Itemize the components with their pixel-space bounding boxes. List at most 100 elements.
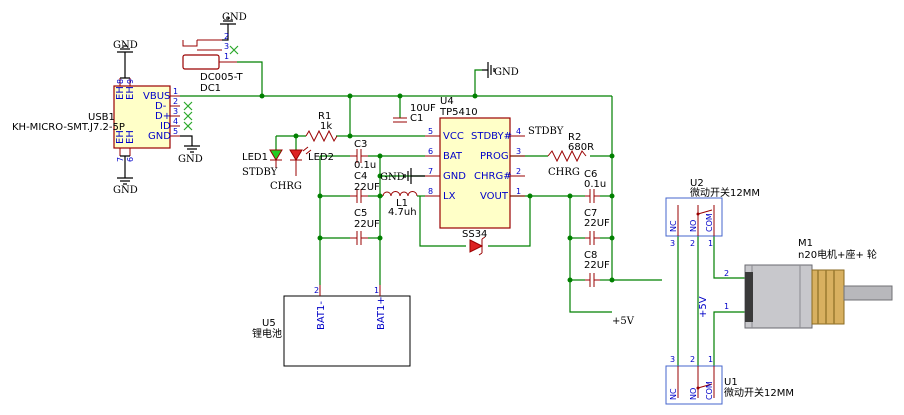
svg-text:2: 2 (314, 286, 319, 295)
svg-text:VOUT: VOUT (480, 191, 509, 202)
svg-text:NC: NC (669, 220, 678, 232)
svg-text:STDBY#: STDBY# (471, 131, 512, 142)
svg-text:10UF: 10UF (410, 103, 436, 114)
svg-text:U1: U1 (724, 377, 738, 388)
svg-text:3: 3 (516, 147, 521, 156)
svg-text:3: 3 (224, 42, 229, 51)
gnd-symbol-u4-pin7: GND (380, 168, 425, 184)
svg-text:22UF: 22UF (584, 260, 610, 271)
gnd-symbol-top: GND (220, 12, 247, 38)
svg-text:BAT1+: BAT1+ (376, 296, 387, 330)
svg-text:3: 3 (670, 355, 675, 364)
svg-text:1: 1 (708, 355, 713, 364)
u5-battery: 2 1 BAT1- BAT1+ U5 锂电池 (252, 285, 411, 367)
svg-text:3: 3 (670, 239, 675, 248)
svg-text:U5: U5 (262, 318, 276, 329)
svg-text:C8: C8 (584, 250, 597, 261)
svg-text:2: 2 (516, 167, 521, 176)
svg-text:USB1: USB1 (88, 112, 115, 123)
c7-capacitor: C7 22UF (584, 208, 610, 245)
led2: LED2 CHRG (270, 146, 334, 192)
svg-text:2: 2 (690, 239, 695, 248)
svg-text:C4: C4 (354, 171, 367, 182)
u4-tp5410: VCC BAT GND LX 5 6 7 8 STDBY# PROG CHRG#… (425, 96, 580, 229)
svg-text:0.1u: 0.1u (354, 160, 376, 171)
svg-text:锂电池: 锂电池 (252, 327, 282, 340)
svg-text:TP5410: TP5410 (439, 107, 478, 118)
gnd-symbol-u4-top: GND (482, 62, 519, 78)
gnd-symbol-usb-bottom: GND (113, 164, 138, 196)
svg-text:2: 2 (724, 269, 729, 278)
svg-text:VCC: VCC (443, 131, 464, 142)
svg-text:GND: GND (113, 40, 138, 51)
svg-text:1: 1 (516, 187, 521, 196)
svg-text:GND: GND (148, 131, 171, 142)
plus5v-label: +5V (612, 316, 635, 327)
svg-text:微动开关12MM: 微动开关12MM (690, 186, 760, 199)
svg-text:3: 3 (173, 107, 178, 116)
svg-text:9: 9 (126, 79, 135, 84)
svg-text:1: 1 (708, 239, 713, 248)
m1-motor: 2 1 M1 n20电机+座+ 轮 (724, 238, 893, 329)
svg-text:680R: 680R (568, 142, 594, 153)
svg-text:U2: U2 (690, 178, 704, 189)
svg-text:1k: 1k (320, 121, 332, 132)
svg-text:C1: C1 (410, 113, 423, 124)
svg-text:STDBY: STDBY (528, 126, 564, 137)
svg-text:LED2: LED2 (308, 152, 334, 163)
c4-capacitor: C4 22UF (350, 171, 380, 203)
usb1-connector: VBUS D- D+ ID GND 1 2 3 4 5 8 9 7 6 EH E… (12, 68, 193, 164)
svg-text:5: 5 (428, 127, 433, 136)
svg-text:EH: EH (125, 86, 136, 100)
svg-text:1: 1 (374, 286, 379, 295)
svg-text:22UF: 22UF (354, 219, 380, 230)
svg-text:COM: COM (705, 213, 714, 232)
svg-text:NC: NC (669, 388, 678, 400)
svg-text:GND: GND (178, 154, 203, 165)
svg-text:GND: GND (380, 172, 405, 183)
dc1-jack: 2 3 1 DC005-T DC1 (182, 32, 243, 94)
r1-resistor: R1 1k (305, 111, 338, 143)
svg-text:R2: R2 (568, 132, 581, 143)
svg-text:U4: U4 (440, 96, 454, 107)
svg-text:CHRG#: CHRG# (474, 171, 512, 182)
svg-text:CHRG: CHRG (270, 181, 302, 192)
svg-text:L1: L1 (396, 198, 408, 209)
svg-text:EH: EH (115, 130, 126, 144)
svg-text:7: 7 (428, 167, 433, 176)
svg-text:1: 1 (173, 87, 178, 96)
svg-text:C6: C6 (584, 169, 597, 180)
plus5v-rail-label: +5V (698, 296, 709, 318)
svg-text:NO: NO (689, 388, 698, 400)
svg-text:2: 2 (224, 32, 229, 41)
svg-text:1: 1 (724, 302, 729, 311)
u2-switch: NC NO COM 3 2 1 U2 微动开关12MM (665, 178, 760, 248)
c5-capacitor: C5 22UF (350, 208, 380, 245)
svg-text:1: 1 (224, 52, 229, 61)
svg-text:C5: C5 (354, 208, 367, 219)
svg-text:R1: R1 (318, 111, 331, 122)
svg-text:VBUS: VBUS (143, 91, 170, 102)
l1-inductor: L1 4.7uh (382, 191, 418, 218)
svg-text:LX: LX (443, 191, 456, 202)
svg-text:BAT1-: BAT1- (316, 301, 327, 330)
svg-text:ID: ID (160, 121, 171, 132)
led1: LED1 STDBY (242, 149, 283, 178)
c1-capacitor: 10UF C1 (393, 103, 436, 124)
svg-text:STDBY: STDBY (242, 167, 278, 178)
c6-capacitor: C6 0.1u (584, 169, 606, 203)
svg-text:D+: D+ (155, 111, 171, 122)
svg-text:4.7uh: 4.7uh (388, 207, 417, 218)
svg-text:DC1: DC1 (200, 83, 221, 94)
svg-text:EH: EH (115, 86, 126, 100)
svg-text:NO: NO (689, 220, 698, 232)
r2-resistor: R2 680R (547, 132, 594, 163)
svg-text:微动开关12MM: 微动开关12MM (724, 386, 794, 399)
svg-text:C7: C7 (584, 208, 597, 219)
svg-text:SS34: SS34 (462, 229, 487, 240)
junctions (259, 93, 615, 283)
svg-text:EH: EH (125, 130, 136, 144)
svg-text:2: 2 (690, 355, 695, 364)
svg-text:0.1u: 0.1u (584, 179, 606, 190)
svg-text:5: 5 (173, 127, 178, 136)
